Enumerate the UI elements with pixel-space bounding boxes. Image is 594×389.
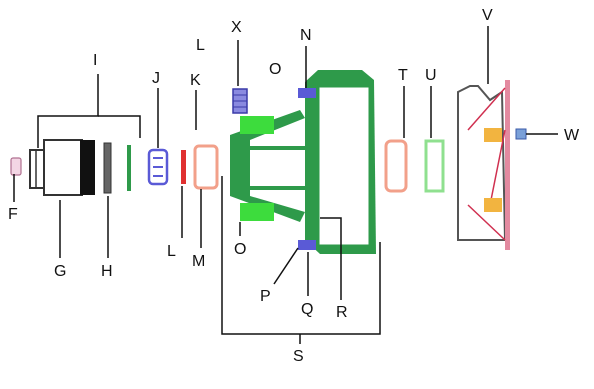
label-g: G xyxy=(54,263,66,280)
part-g-barrel xyxy=(29,139,95,196)
label-m: M xyxy=(192,253,205,270)
part-j-blue-coil xyxy=(147,148,169,186)
label-f: F xyxy=(8,206,18,223)
part-x-blue-screw xyxy=(232,88,248,114)
part-v-end-assembly xyxy=(457,80,510,250)
label-p: P xyxy=(260,288,271,305)
label-q: Q xyxy=(301,301,313,318)
label-h: H xyxy=(101,263,113,280)
label-n: N xyxy=(300,27,312,44)
label-x: X xyxy=(231,19,242,36)
part-m-pink-bushing xyxy=(193,144,219,190)
label-u: U xyxy=(425,67,437,84)
label-s: S xyxy=(293,348,304,365)
label-t: T xyxy=(398,67,408,84)
label-k: K xyxy=(190,72,201,89)
label-o-bottom: O xyxy=(234,241,246,258)
part-f-small-cap xyxy=(10,157,22,176)
part-h-gray-ring xyxy=(103,142,112,194)
label-l-top: L xyxy=(196,37,205,54)
label-l-bottom: L xyxy=(167,243,176,260)
label-j: J xyxy=(152,70,160,87)
label-o-top: O xyxy=(269,61,281,78)
label-r: R xyxy=(336,304,348,321)
label-v: V xyxy=(482,7,493,24)
part-t-pink-ring xyxy=(384,139,408,193)
part-labels: I J K L X N O T U V W F G H L M O P Q R … xyxy=(8,7,580,365)
part-green-ring xyxy=(127,145,131,191)
leader-lines xyxy=(13,26,558,344)
label-i: I xyxy=(93,52,97,69)
part-w-blue-pin xyxy=(515,128,527,140)
part-l-red-washer xyxy=(181,150,186,184)
label-w: W xyxy=(564,127,580,144)
part-u-light-green-ring xyxy=(424,139,445,193)
part-s-green-housing xyxy=(230,70,376,254)
